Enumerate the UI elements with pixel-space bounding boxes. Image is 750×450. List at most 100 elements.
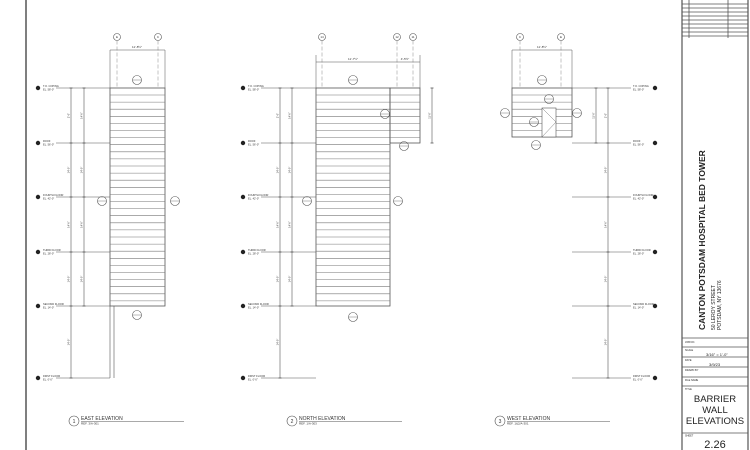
section-tag bbox=[132, 75, 142, 85]
level-elevation: EL. 14'-0" bbox=[633, 306, 644, 310]
level-elevation: EL. 0'-0" bbox=[43, 378, 53, 382]
section-tag bbox=[529, 117, 539, 127]
file-name-label: FILE NAME bbox=[685, 379, 699, 382]
level-name: T.O. COPING bbox=[248, 84, 264, 88]
level-name: FIRST FLOOR bbox=[248, 374, 265, 378]
level-datum-icon bbox=[652, 85, 658, 91]
level-elevation: EL. 42'-0" bbox=[43, 197, 54, 201]
level-elevation: EL. 56'-0" bbox=[43, 143, 54, 147]
level-name: ROOF bbox=[633, 139, 641, 143]
sheet-title-line-3: ELEVATIONS bbox=[686, 416, 744, 427]
dimension-text: 2'-0" bbox=[67, 113, 71, 118]
level-name: THIRD FLOOR bbox=[633, 248, 651, 252]
scale-value: 3/16" = 1'-0" bbox=[706, 352, 728, 357]
project-address-1: 50 LEROY STREET bbox=[711, 285, 717, 330]
level-name: SECOND FLOOR bbox=[43, 302, 64, 306]
barrier-wall-outline bbox=[109, 87, 166, 307]
level-datum-icon bbox=[35, 194, 41, 200]
view-reference: REF. 3/A-301 bbox=[81, 422, 99, 426]
level-elevation: EL. 42'-0" bbox=[248, 197, 259, 201]
level-name: ROOF bbox=[43, 139, 51, 143]
level-elevation: EL. 28'-0" bbox=[633, 252, 644, 256]
barrier-wall-outline bbox=[315, 87, 391, 307]
grid-label: C bbox=[519, 35, 522, 39]
section-tag bbox=[500, 108, 510, 118]
dimension-text: 11'-0" bbox=[428, 112, 432, 118]
dimension-text: 2'-0" bbox=[276, 113, 280, 118]
level-datum-icon bbox=[652, 249, 658, 255]
sheet-number: 2.26 bbox=[704, 439, 725, 450]
level-elevation: EL. 58'-0" bbox=[633, 88, 644, 92]
view-title-text: WEST ELEVATION bbox=[507, 416, 550, 422]
dimension-chain: 2'-0"14'-0"14'-0"14'-0"14'-0"14'-0"14'-0… bbox=[276, 87, 434, 379]
dimension-text: 14'-0" bbox=[80, 276, 84, 283]
dimension-text: 14'-0" bbox=[67, 339, 71, 346]
title-label: TITLE bbox=[685, 388, 692, 391]
dimension-text: 14'-0" bbox=[80, 167, 84, 174]
level-datum-icon bbox=[35, 249, 41, 255]
level-elevation: EL. 56'-0" bbox=[633, 143, 644, 147]
dimension-text: 14'-0" bbox=[604, 276, 608, 283]
dimension-text: 14'-0" bbox=[604, 167, 608, 174]
level-datum-icon bbox=[652, 303, 658, 309]
dimension-text: 2'-0" bbox=[604, 113, 608, 118]
dimension-text: 11'-8½" bbox=[537, 45, 547, 49]
grid-label: 12 bbox=[395, 35, 399, 39]
door-opening bbox=[541, 107, 557, 138]
level-name: FIRST FLOOR bbox=[43, 374, 60, 378]
level-elevation: EL. 42'-0" bbox=[633, 197, 644, 201]
dimension-text: 14'-0" bbox=[80, 112, 84, 119]
level-name: FOURTH FLOOR bbox=[248, 193, 269, 197]
view-number-bubble bbox=[286, 415, 298, 427]
section-tag bbox=[399, 141, 409, 151]
barrier-wall-outline bbox=[389, 87, 421, 144]
level-datum-icon bbox=[240, 249, 246, 255]
sheet-title-line-2: WALL bbox=[702, 405, 728, 416]
level-elevation: EL. 56'-0" bbox=[248, 143, 259, 147]
section-tag bbox=[531, 140, 541, 150]
grid-label: E bbox=[116, 35, 118, 39]
section-tag bbox=[537, 75, 547, 85]
level-name: SECOND FLOOR bbox=[633, 302, 654, 306]
level-name: T.O. COPING bbox=[43, 84, 59, 88]
date-value: 3/9/23 bbox=[709, 362, 721, 367]
grid-label: 14 bbox=[320, 35, 324, 39]
view-number-bubble bbox=[68, 415, 80, 427]
level-name: FOURTH FLOOR bbox=[633, 193, 654, 197]
section-tag bbox=[170, 196, 180, 206]
level-name: ROOF bbox=[248, 139, 256, 143]
section-tag bbox=[544, 94, 554, 104]
date-label: DATE bbox=[685, 359, 692, 362]
level-name: THIRD FLOOR bbox=[248, 248, 266, 252]
level-datum-icon bbox=[240, 375, 246, 381]
dimension-text: 14'-0" bbox=[288, 112, 292, 119]
level-datum-icon bbox=[35, 85, 41, 91]
level-datum-icon bbox=[240, 194, 246, 200]
level-name: SECOND FLOOR bbox=[248, 302, 269, 306]
level-datum-icon bbox=[240, 85, 246, 91]
grid-label: C bbox=[157, 35, 160, 39]
dimension-text: 11'-8½" bbox=[132, 45, 142, 49]
section-tag bbox=[380, 109, 390, 119]
level-elevation: EL. 58'-0" bbox=[248, 88, 259, 92]
level-name: FIRST FLOOR bbox=[633, 374, 650, 378]
project-address-2: POTSDAM, NY 13676 bbox=[717, 280, 723, 330]
job-no-label: JOB NO. bbox=[685, 341, 695, 344]
level-elevation: EL. 14'-0" bbox=[43, 306, 54, 310]
